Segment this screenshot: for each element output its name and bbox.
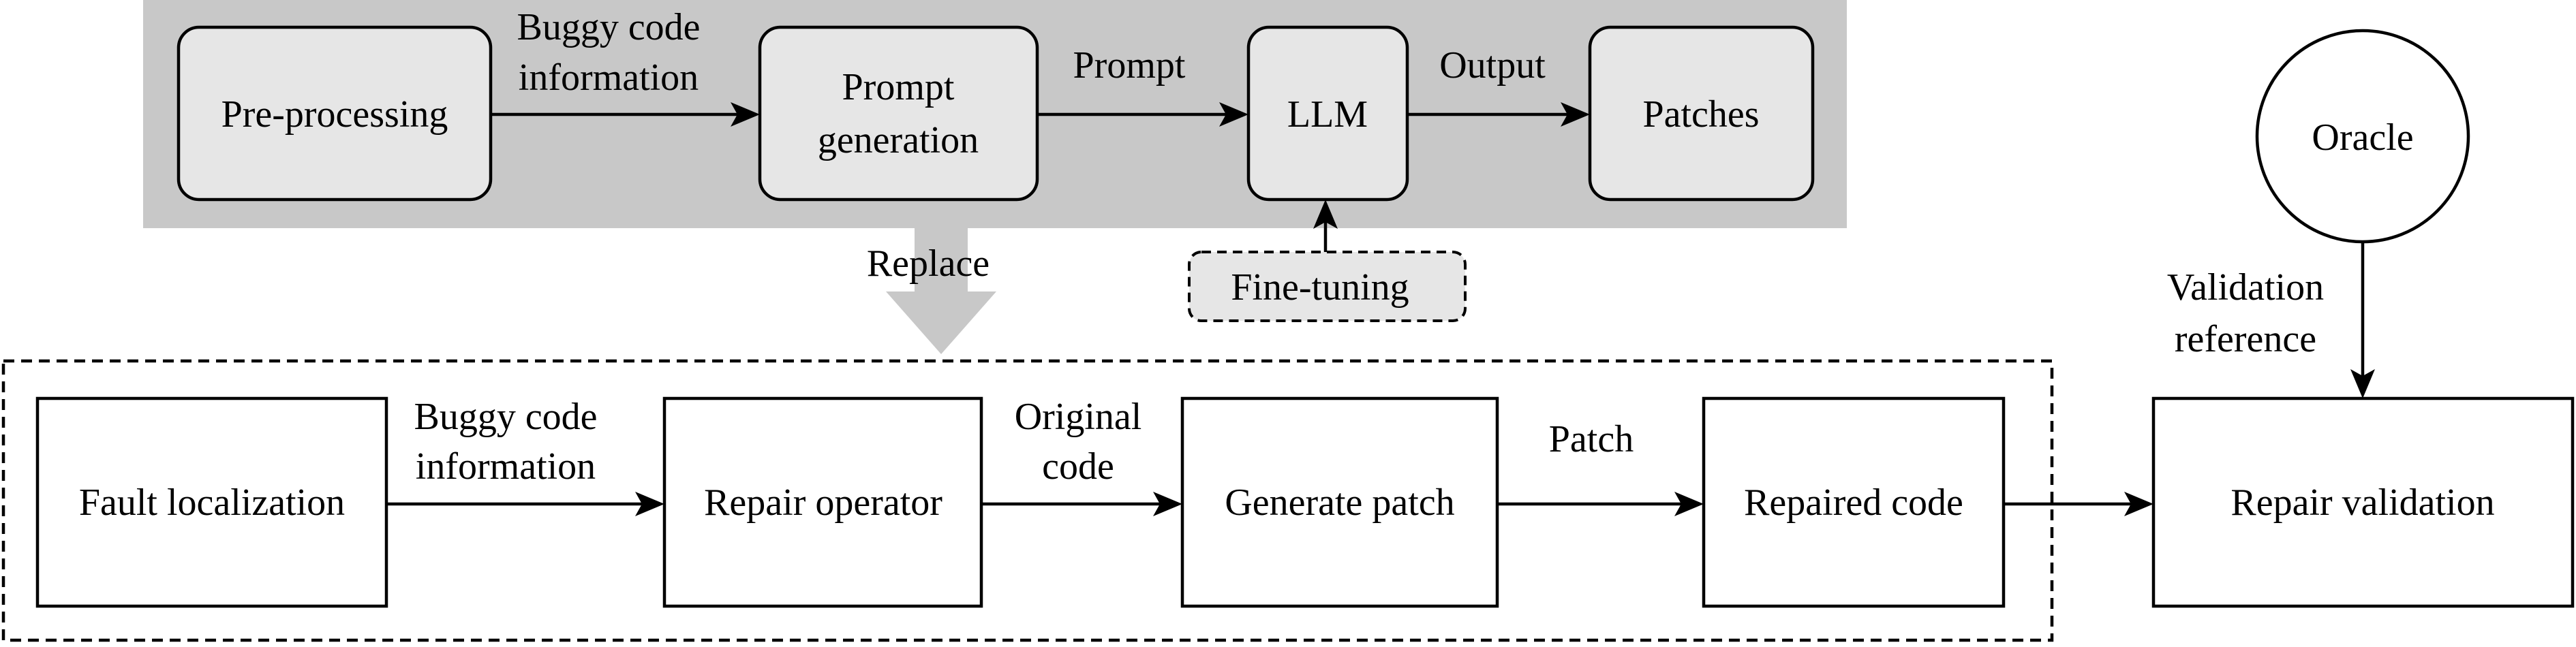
preprocessing-label: Pre-processing — [221, 93, 448, 136]
arrowhead-repaired-to-validation — [2124, 492, 2153, 516]
fault-localization-label: Fault localization — [79, 482, 345, 524]
validation-ref-1: Validation — [2167, 266, 2324, 309]
prompt-generation-box — [758, 25, 1039, 202]
buggy-info-bottom-2: information — [416, 445, 596, 488]
replace-label: Replace — [867, 242, 990, 285]
patches-label: Patches — [1642, 93, 1759, 136]
repair-validation-label: Repair validation — [2230, 482, 2494, 524]
repair-operator-label: Repair operator — [704, 482, 942, 524]
arrowhead-pre-to-prompt — [731, 102, 760, 127]
traditional-pipeline-panel — [1, 359, 2054, 642]
arrowhead-operator-to-generate — [1153, 492, 1182, 516]
repaired-code-label: Repaired code — [1744, 482, 1963, 524]
arrowhead-generate-to-repaired — [1674, 492, 1704, 516]
arrowhead-oracle-to-validation — [2350, 369, 2375, 398]
arrowhead-llm-to-patches — [1561, 102, 1590, 127]
llm-label: LLM — [1287, 93, 1368, 136]
prompt-generation-label-2: generation — [818, 119, 979, 161]
buggy-info-bottom-1: Buggy code — [414, 396, 597, 438]
fine-tuning-box — [1188, 251, 1467, 322]
original-code-1: Original — [1015, 396, 1142, 438]
generate-patch-box — [1180, 396, 1499, 608]
output-edge-label: Output — [1439, 44, 1546, 86]
generate-patch-label: Generate patch — [1225, 482, 1454, 524]
arrowhead-prompt-to-llm — [1219, 102, 1248, 127]
buggy-info-top-1: Buggy code — [517, 6, 700, 48]
fault-localization-box — [35, 396, 388, 608]
oracle-label: Oracle — [2312, 116, 2413, 159]
prompt-edge-label: Prompt — [1073, 44, 1186, 86]
buggy-info-top-2: information — [519, 57, 699, 99]
repair-operator-box — [662, 396, 983, 608]
fine-tuning-label: Fine-tuning — [1231, 266, 1409, 309]
arrowhead-finetune-to-llm — [1313, 200, 1338, 229]
replace-arrow — [886, 228, 996, 354]
prompt-generation-label-1: Prompt — [842, 66, 955, 108]
repair-validation-box — [2151, 396, 2575, 608]
repaired-code-box — [1702, 396, 2006, 608]
patch-edge-label: Patch — [1549, 418, 1634, 460]
patches-box — [1588, 25, 1815, 202]
arrowhead-fault-to-operator — [635, 492, 664, 516]
validation-ref-2: reference — [2175, 318, 2316, 360]
original-code-2: code — [1042, 445, 1114, 488]
